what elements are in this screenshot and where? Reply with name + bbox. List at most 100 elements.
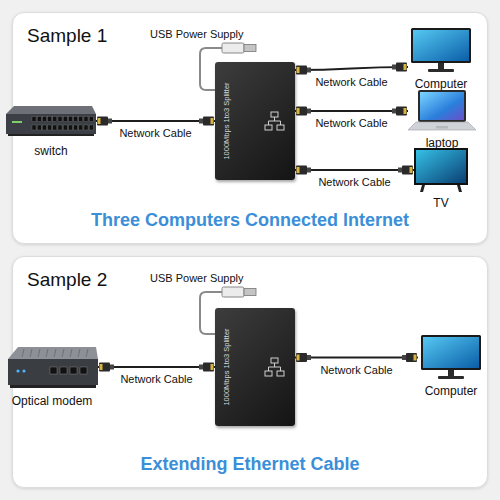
switch-port — [58, 117, 62, 122]
network-symbol — [265, 358, 284, 376]
sample-heading: Sample 2 — [27, 269, 107, 291]
modem-top — [8, 347, 98, 359]
plug-pins — [410, 167, 413, 173]
tv-screen — [416, 150, 466, 183]
device-label: laptop — [426, 136, 459, 150]
computer-monitor: Computer — [408, 28, 474, 73]
modem-fin — [22, 349, 24, 357]
cable-label: Network Cable — [320, 364, 392, 376]
plug-boot — [110, 365, 114, 370]
switch-port — [48, 125, 52, 130]
plug-body — [406, 353, 417, 362]
network-cable — [96, 120, 215, 122]
switch-port — [68, 125, 72, 130]
modem-fin — [62, 349, 64, 357]
plug-body — [99, 363, 110, 372]
plug-boot — [392, 65, 396, 70]
switch-port — [74, 125, 78, 130]
switch-port — [84, 117, 88, 122]
modem-port — [50, 367, 57, 374]
plug-pins — [404, 108, 407, 114]
symbol-box — [265, 371, 272, 376]
switch-port — [37, 117, 41, 122]
switch-port — [48, 117, 52, 122]
usb-plug — [222, 43, 244, 53]
rj45-plug — [296, 166, 311, 175]
monitor-neck — [448, 370, 454, 376]
plug-boot — [402, 355, 406, 360]
plug-pins — [414, 355, 417, 361]
network-cable — [295, 67, 408, 70]
monitor-screen — [423, 337, 479, 368]
plug-body — [296, 166, 307, 175]
modem-fin — [70, 349, 72, 357]
device-label: Optical modem — [12, 394, 93, 408]
cable-label: Network Cable — [315, 117, 387, 129]
panel-caption: Extending Ethernet Cable — [13, 454, 487, 475]
usb-label: USB Power Supply — [150, 28, 244, 40]
optical-modem: Optical modem — [6, 345, 98, 390]
sample-heading: Sample 1 — [27, 25, 107, 47]
rj45-plug — [97, 117, 112, 126]
switch-front — [6, 114, 96, 134]
symbol-line — [269, 363, 281, 371]
plug-boot — [307, 168, 311, 173]
switch-port — [32, 117, 36, 122]
computer-monitor: Computer — [418, 335, 484, 380]
device-label: switch — [34, 144, 67, 158]
switch-port — [79, 117, 83, 122]
plug-boot — [108, 119, 112, 124]
rj45-plug — [296, 353, 311, 362]
modem-port — [70, 367, 77, 374]
modem-icon — [6, 345, 98, 390]
modem-port — [60, 367, 67, 374]
plug-pins — [297, 355, 300, 361]
connector-layer — [96, 67, 418, 367]
usb-power-supply — [200, 287, 256, 334]
symbol-box — [271, 112, 278, 117]
sample-panel: Optical modem1000Mbps 1to3 SplitterCompu… — [12, 256, 488, 488]
plug-body — [203, 363, 214, 372]
device-label: TV — [433, 196, 448, 210]
device-label: Computer — [415, 77, 468, 91]
plug-pins — [211, 364, 214, 370]
plug-pins — [297, 108, 300, 114]
plug-boot — [307, 355, 311, 360]
switch-port — [89, 117, 93, 122]
symbol-box — [277, 125, 284, 130]
device-print: 1000Mbps 1to3 Splitter — [222, 328, 231, 405]
laptop-base — [408, 122, 476, 130]
switch-port — [74, 117, 78, 122]
modem-fin — [86, 349, 88, 357]
symbol-box — [265, 125, 272, 130]
monitor-icon — [418, 335, 484, 380]
usb-label: USB Power Supply — [150, 272, 244, 284]
monitor-neck — [438, 63, 444, 69]
switch-port — [68, 117, 72, 122]
plug-body — [396, 63, 407, 72]
laptop-computer: laptop — [408, 90, 476, 132]
plug-pins — [297, 67, 300, 73]
device-label: Computer — [425, 384, 478, 398]
plug-boot — [199, 365, 203, 370]
plug-body — [296, 66, 307, 75]
rj45-plug — [402, 353, 417, 362]
usb-plug-tip — [244, 45, 256, 52]
modem-light — [16, 369, 19, 372]
laptop-touchpad — [436, 126, 448, 129]
switch-icon — [6, 100, 96, 140]
modem-fin — [78, 349, 80, 357]
monitor-bezel — [411, 28, 471, 63]
device-print: 1000Mbps 1to3 Splitter — [222, 82, 231, 159]
plug-body — [97, 117, 108, 126]
network-cable — [295, 169, 414, 171]
ethernet-splitter: 1000Mbps 1to3 Splitter — [215, 62, 295, 180]
modem-base — [10, 385, 96, 388]
usb-plug — [222, 287, 244, 297]
switch-port — [58, 125, 62, 130]
switch-port — [53, 125, 57, 130]
plug-pins — [211, 118, 214, 124]
switch-port — [84, 125, 88, 130]
